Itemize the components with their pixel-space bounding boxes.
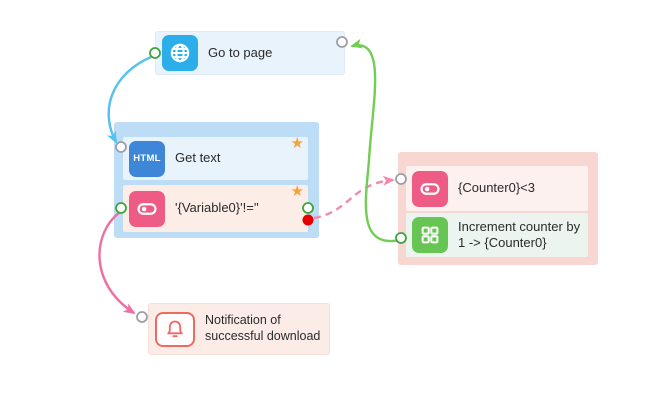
port-increment-output[interactable] <box>395 232 407 244</box>
port-goto-output-left[interactable] <box>149 47 161 59</box>
node-label: Go to page <box>208 44 273 60</box>
port-variable-output-right[interactable] <box>302 202 314 214</box>
node-notification[interactable]: Notification of successful download <box>148 303 330 355</box>
edge-condition-to-notification[interactable] <box>98 211 136 315</box>
port-notification-input[interactable] <box>136 311 148 323</box>
favorite-star-icon[interactable]: ★ <box>290 183 304 200</box>
globe-icon <box>162 35 198 71</box>
html-icon: HTML <box>129 140 165 177</box>
node-label: Increment counter by 1 -> {Counter0} <box>458 218 581 250</box>
node-label: {Counter0}<3 <box>458 180 535 196</box>
edge-goto-to-gettext[interactable] <box>106 55 152 144</box>
html-badge-text: HTML <box>133 153 161 164</box>
toggle-condition-icon <box>129 190 165 227</box>
node-label: Notification of successful download <box>205 313 321 343</box>
favorite-star-icon[interactable]: ★ <box>290 135 304 152</box>
node-counter-condition[interactable]: {Counter0}<3 <box>406 166 588 211</box>
bell-icon <box>155 311 195 347</box>
edge-condition-false-to-counter[interactable] <box>313 175 395 220</box>
node-get-text[interactable]: HTML Get text ★ <box>123 135 308 180</box>
group-loop[interactable]: {Counter0}<3 Increment counter by 1 -> {… <box>398 152 598 265</box>
node-go-to-page[interactable]: Go to page <box>155 31 345 75</box>
port-counter-input[interactable] <box>395 173 407 185</box>
node-variable-condition[interactable]: '{Variable0}'!='' ★ <box>123 183 308 232</box>
port-goto-input-top-right[interactable] <box>336 36 348 48</box>
breakpoint-red-dot[interactable] <box>302 214 314 226</box>
port-gettext-input[interactable] <box>115 141 127 153</box>
port-variable-output-left[interactable] <box>115 202 127 214</box>
counter-grid-icon <box>412 217 448 253</box>
node-label: '{Variable0}'!='' <box>175 200 259 216</box>
group-main[interactable]: HTML Get text ★ '{Variable0}'!='' ★ <box>114 122 319 238</box>
node-label: Get text <box>175 150 221 166</box>
node-increment-counter[interactable]: Increment counter by 1 -> {Counter0} <box>406 213 588 257</box>
edge-increment-to-goto[interactable] <box>350 38 401 243</box>
toggle-condition-icon <box>412 170 448 207</box>
